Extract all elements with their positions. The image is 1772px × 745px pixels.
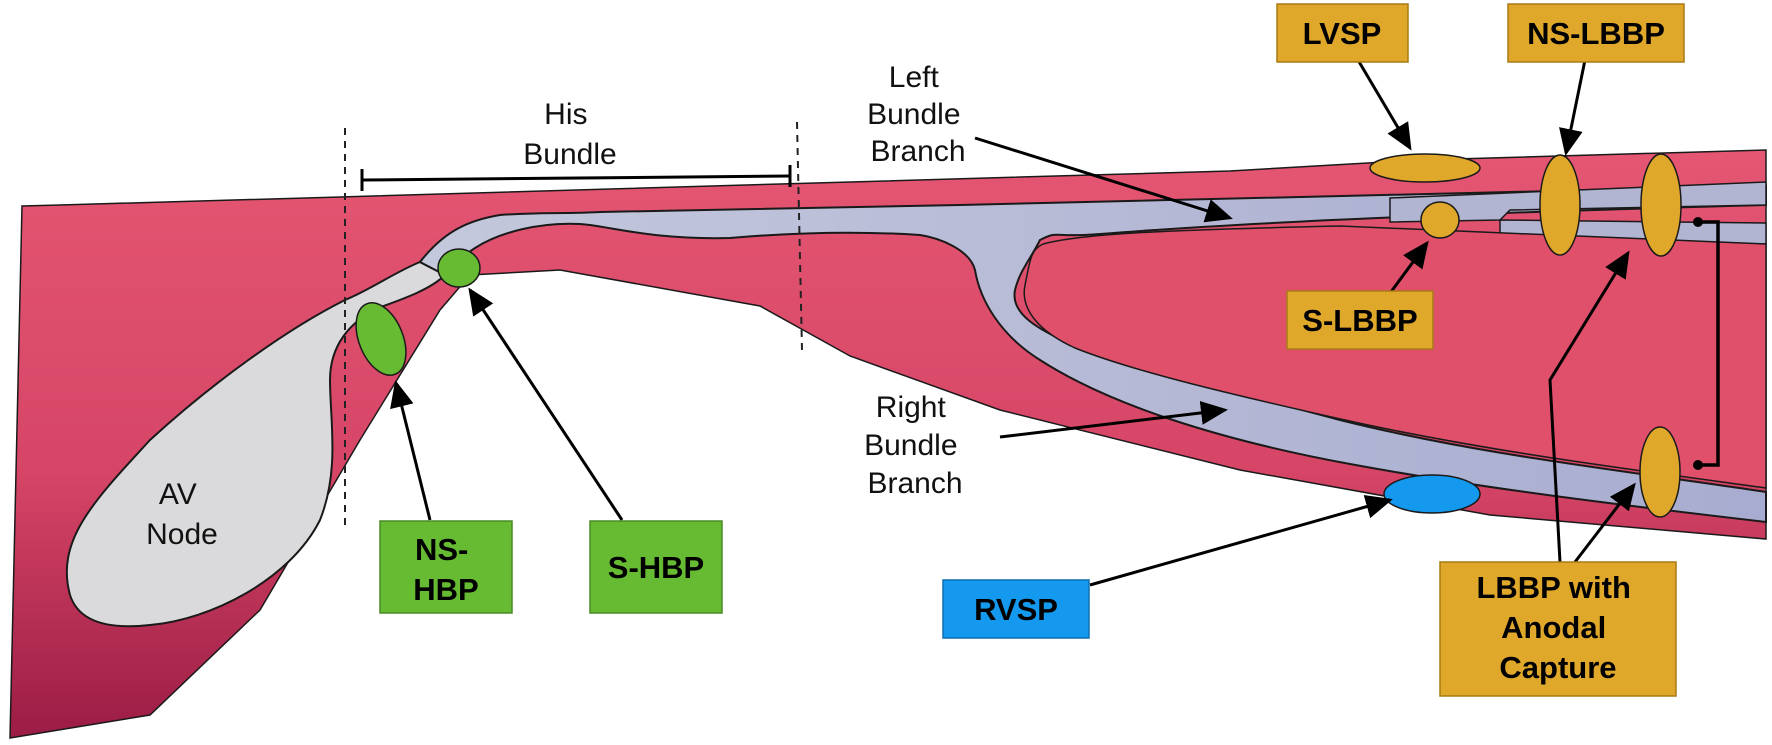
- svg-text:NS-LBBP: NS-LBBP: [1527, 16, 1665, 51]
- svg-text:RVSP: RVSP: [974, 592, 1058, 627]
- arrows: [390, 59, 1636, 587]
- arrow-anodal-upper: [1548, 250, 1630, 563]
- left-bundle-branch-label: Left Bundle Branch: [867, 61, 969, 168]
- arrow-ns-hbp: [390, 380, 432, 521]
- ns-lbbp-box: NS-LBBP: [1507, 3, 1685, 63]
- septal-myocardium: [1023, 225, 1767, 489]
- arrow-lvsp: [1356, 59, 1412, 151]
- right-bundle-branch-label: Right Bundle Branch: [864, 391, 966, 500]
- arrow-ns-lbbp: [1559, 59, 1587, 156]
- rvsp-box: RVSP: [942, 579, 1090, 639]
- arrow-right-bundle-branch: [999, 400, 1228, 439]
- rvsp-site: [1383, 474, 1481, 514]
- lbbp-anodal-site-upper: [1640, 153, 1682, 257]
- s-hbp-site: [437, 248, 481, 288]
- arrow-anodal-lower: [1573, 482, 1636, 563]
- lbbp-anodal-site-lower: [1639, 426, 1681, 518]
- s-lbbp-box: S-LBBP: [1286, 290, 1434, 350]
- electrode-tip-upper: [1693, 217, 1703, 227]
- svg-text:S-LBBP: S-LBBP: [1302, 303, 1417, 338]
- arrow-left-bundle-branch: [974, 136, 1233, 223]
- av-node-label: AV Node: [146, 478, 218, 551]
- svg-text:NS- HBP: NS- HBP: [413, 532, 478, 607]
- svg-text:S-HBP: S-HBP: [608, 550, 704, 585]
- lbbp-anodal-box: LBBP with Anodal Capture: [1439, 561, 1677, 697]
- s-lbbp-site: [1420, 201, 1460, 239]
- electrode-tip-lower: [1693, 460, 1703, 470]
- s-hbp-box: S-HBP: [589, 520, 723, 614]
- svg-text:LVSP: LVSP: [1303, 16, 1382, 51]
- arrow-rvsp: [1089, 494, 1393, 587]
- arrow-s-hbp: [468, 287, 624, 521]
- ns-hbp-site: [355, 302, 407, 376]
- ns-lbbp-site: [1539, 154, 1581, 256]
- anodal-capture-circuit: [1698, 220, 1720, 467]
- ns-hbp-box: NS- HBP: [379, 520, 513, 614]
- his-bundle-label: His Bundle: [523, 98, 616, 171]
- his-bundle-span: [360, 165, 792, 191]
- svg-text:LBBP with Anodal C: LBBP with Anodal Capture: [1476, 570, 1639, 685]
- lvsp-site: [1369, 153, 1481, 183]
- lvsp-box: LVSP: [1276, 3, 1409, 63]
